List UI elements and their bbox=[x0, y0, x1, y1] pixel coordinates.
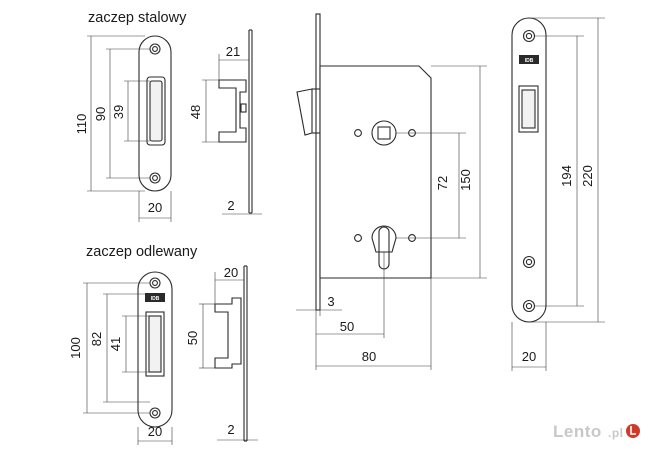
cast-side-dims bbox=[199, 272, 258, 441]
dim-steel-side-thickness: 2 bbox=[227, 198, 234, 213]
watermark-brand: Lento bbox=[553, 422, 602, 441]
steel-side-dims bbox=[202, 54, 262, 215]
cast-strike-plate: IDB bbox=[137, 271, 173, 428]
dim-lock-spacing: 72 bbox=[435, 176, 450, 190]
dim-body-depth: 80 bbox=[362, 349, 376, 364]
dim-cast-plate-height: 100 bbox=[68, 337, 83, 359]
dim-cast-hole-height: 41 bbox=[108, 337, 123, 351]
dim-front-hole-spacing: 194 bbox=[559, 165, 574, 187]
dim-cast-side-depth: 20 bbox=[224, 265, 238, 280]
cast-plate-dims bbox=[83, 282, 173, 445]
watermark-suffix: .pl bbox=[608, 426, 624, 440]
dim-steel-slot-height: 90 bbox=[93, 107, 108, 121]
dim-cast-slot-height: 82 bbox=[89, 332, 104, 346]
heading-steel-strike: zaczep stalowy bbox=[88, 10, 187, 26]
dim-front-width: 20 bbox=[522, 349, 536, 364]
dim-cast-side-thickness: 2 bbox=[227, 422, 234, 437]
cast-plate-marking: IDB bbox=[151, 296, 160, 302]
dim-steel-side-height: 48 bbox=[188, 105, 203, 119]
dim-cast-plate-width: 20 bbox=[148, 424, 162, 439]
lock-body-side-view bbox=[296, 13, 432, 311]
lento-watermark: Lento .pl bbox=[553, 422, 640, 441]
lock-faceplate-front-view: IDB bbox=[511, 17, 547, 323]
dim-steel-plate-height: 110 bbox=[74, 114, 89, 135]
dim-steel-hole-height: 39 bbox=[111, 105, 126, 119]
steel-plate-dims bbox=[87, 35, 172, 222]
dim-cast-side-height: 50 bbox=[185, 331, 200, 345]
dim-lock-body-height: 150 bbox=[458, 169, 473, 191]
faceplate-marking: IDB bbox=[525, 58, 534, 64]
steel-strike-plate bbox=[138, 35, 172, 192]
heading-cast-strike: zaczep odlewany bbox=[86, 244, 198, 260]
dim-front-length: 220 bbox=[580, 165, 595, 187]
steel-strike-side-view bbox=[218, 29, 253, 214]
dim-faceplate-thickness: 3 bbox=[327, 294, 334, 309]
lento-logo-icon bbox=[626, 424, 640, 438]
lock-body-dims bbox=[296, 65, 487, 370]
dim-backset: 50 bbox=[340, 319, 354, 334]
cast-strike-side-view bbox=[214, 265, 248, 442]
dim-steel-plate-width: 20 bbox=[148, 200, 162, 215]
faceplate-dims bbox=[511, 17, 605, 371]
dim-steel-side-depth: 21 bbox=[226, 44, 240, 59]
